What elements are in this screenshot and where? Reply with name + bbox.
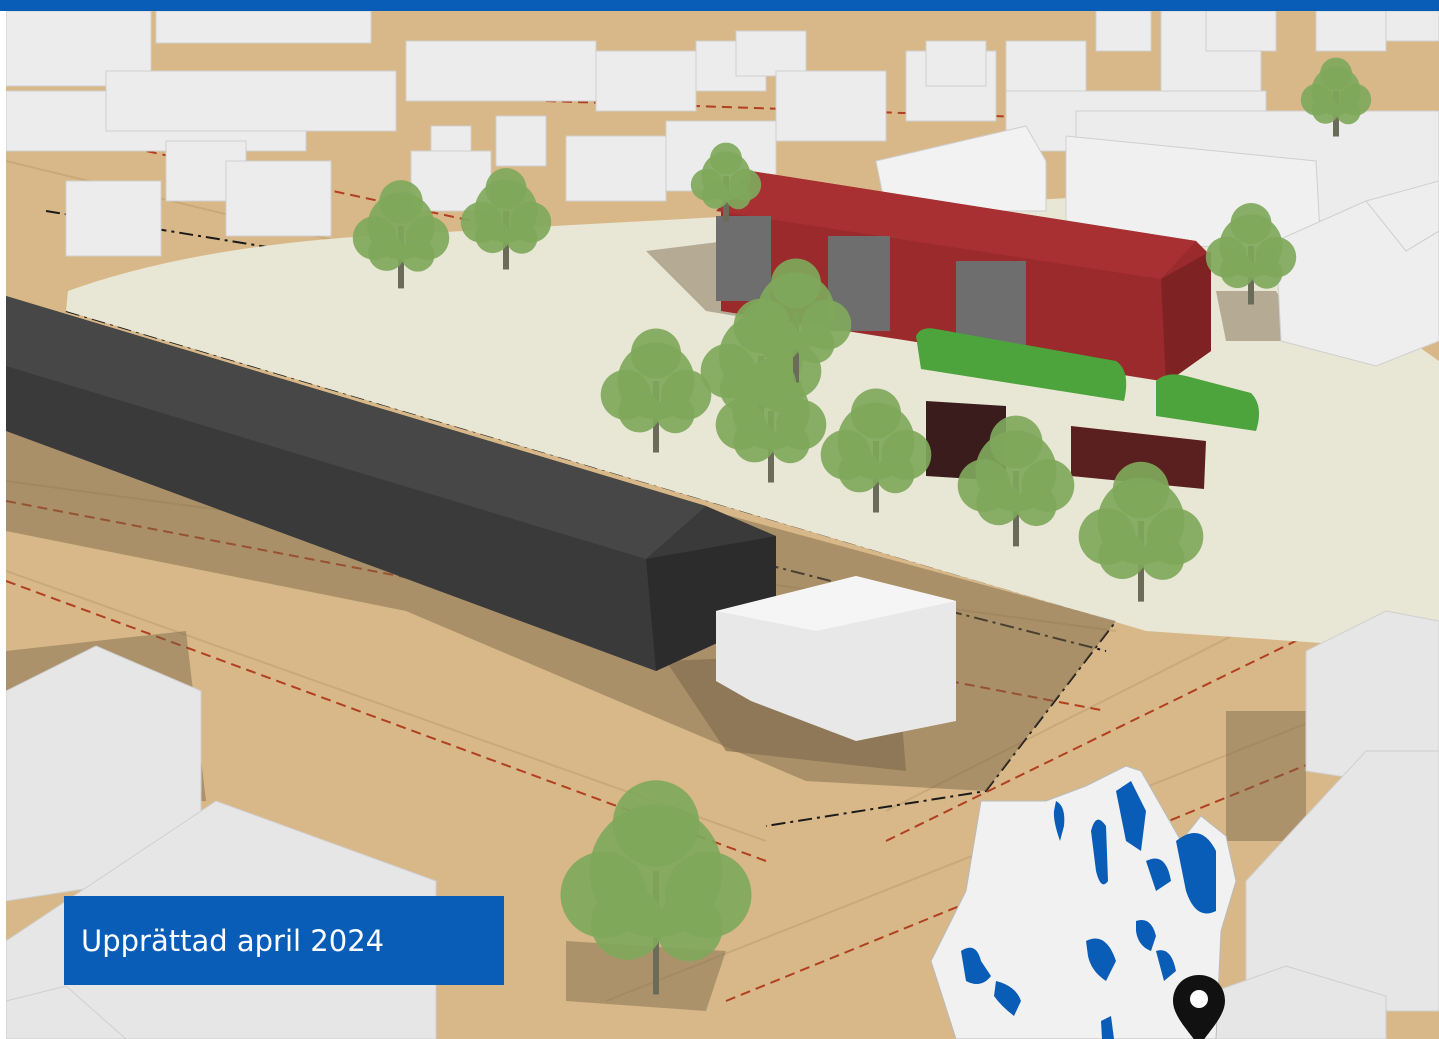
tree-icon: [560, 780, 752, 995]
caption-text: Upprättad april 2024: [81, 923, 385, 958]
map-scene[interactable]: [6, 11, 1439, 1039]
hedges: [916, 328, 1260, 431]
background-buildings: [6, 11, 1439, 367]
tree-icon: [600, 328, 712, 453]
white-house: [716, 576, 956, 741]
tree-icon: [1078, 461, 1204, 602]
tree-icon: [352, 180, 450, 289]
tree-icon: [740, 258, 852, 383]
tree-icon: [820, 388, 932, 513]
tree-icon: [715, 358, 827, 483]
scene-svg: [6, 11, 1439, 1039]
trees: [352, 57, 1372, 995]
tree-icon: [690, 142, 762, 222]
tree-icon: [957, 415, 1075, 547]
tree-icon: [1205, 203, 1297, 305]
caption-box: Upprättad april 2024: [64, 896, 504, 985]
top-brand-bar: [0, 0, 1439, 11]
inset-lakes: [961, 781, 1216, 1039]
inset-map: [930, 765, 1237, 1039]
tree-icon: [1300, 57, 1372, 137]
tree-icon: [460, 168, 552, 270]
dark-long-building: [6, 296, 776, 671]
location-pin-icon: [1173, 975, 1225, 1039]
